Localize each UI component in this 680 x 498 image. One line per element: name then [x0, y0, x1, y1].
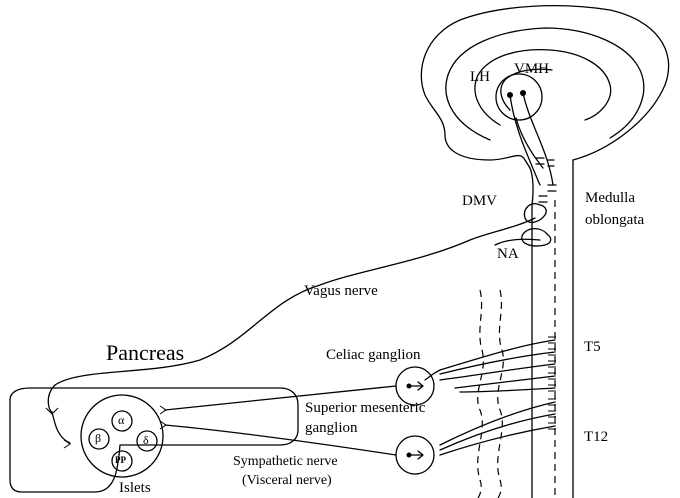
label-medulla: Medulla	[585, 191, 635, 206]
brain-outline	[421, 6, 668, 168]
label-na: NA	[497, 247, 519, 262]
na-nucleus	[522, 229, 551, 246]
label-beta-cell: β	[95, 432, 101, 444]
label-vagus-nerve: Vagus nerve	[304, 284, 378, 299]
label-ganglion: ganglion	[305, 421, 358, 436]
label-superior-mesenteric: Superior mesenteric	[305, 401, 425, 416]
label-oblongata: oblongata	[585, 213, 644, 228]
label-dmv: DMV	[462, 194, 497, 209]
brainstem	[530, 168, 533, 498]
label-delta-cell: δ	[143, 434, 149, 446]
label-islets: Islets	[119, 481, 151, 496]
label-pancreas: Pancreas	[106, 342, 184, 364]
label-vmh: VMH	[514, 62, 549, 77]
vagus-nerve-path	[48, 218, 535, 412]
label-visceral-nerve: (Visceral nerve)	[242, 474, 332, 488]
label-t5: T5	[584, 340, 601, 355]
hypothalamus-circle	[496, 74, 542, 120]
label-t12: T12	[584, 430, 608, 445]
label-lh: LH	[470, 70, 490, 85]
label-alpha-cell: α	[118, 414, 124, 426]
dmv-nucleus	[524, 204, 546, 223]
sympathetic-chain-right	[498, 290, 504, 498]
label-sympathetic-nerve: Sympathetic nerve	[233, 455, 338, 469]
label-celiac-ganglion: Celiac ganglion	[326, 348, 421, 363]
sympathetic-chain-left	[478, 290, 484, 498]
label-pp-cell: PP	[115, 456, 126, 465]
